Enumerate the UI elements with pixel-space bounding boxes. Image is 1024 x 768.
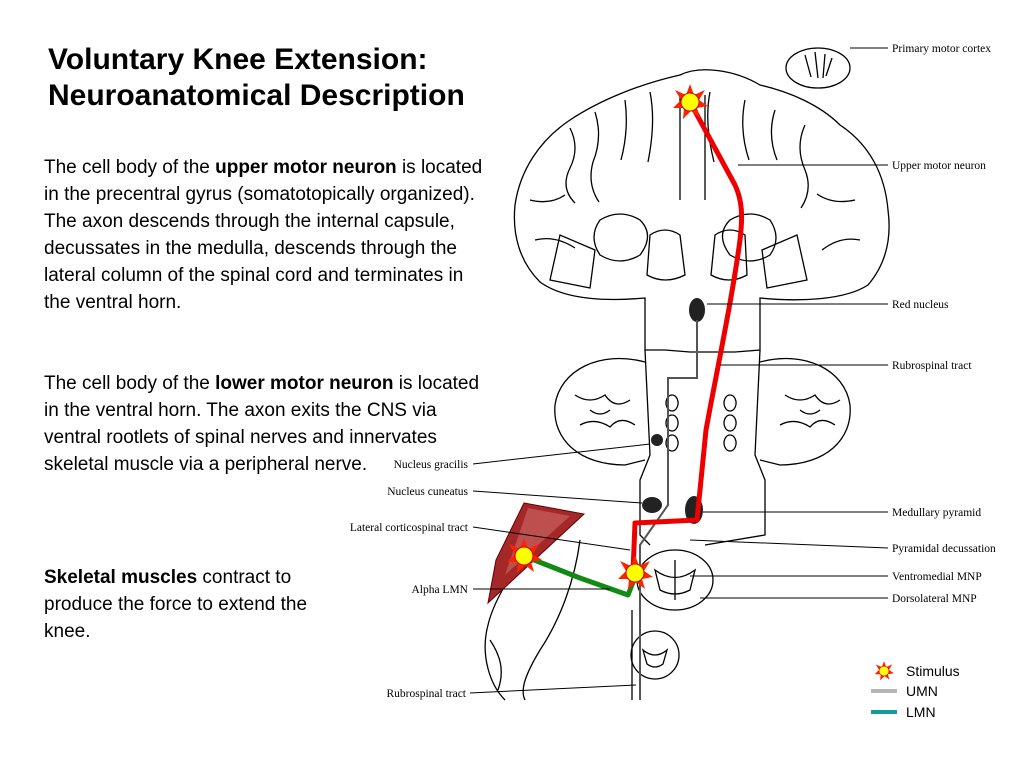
lateral-ventricles bbox=[593, 213, 777, 262]
nucleus-gracilis-mark bbox=[651, 434, 663, 446]
nucleus-cuneatus-mark bbox=[642, 497, 662, 513]
label-ventromedial-mnp: Ventromedial MNP bbox=[892, 571, 982, 583]
label-medullary-pyramid: Medullary pyramid bbox=[892, 507, 981, 519]
cortex-slice-outline bbox=[513, 69, 890, 353]
muscle-paragraph: Skeletal muscles contract to produce the… bbox=[44, 564, 334, 645]
title-line-2: Neuroanatomical Description bbox=[48, 79, 465, 112]
cerebellum-folia bbox=[574, 394, 841, 428]
umn-paragraph: The cell body of the upper motor neuron … bbox=[44, 154, 494, 316]
leader-lateral-corticospinal bbox=[472, 526, 631, 551]
spinal-gray-matter-lower bbox=[641, 648, 669, 668]
cerebellum-right bbox=[759, 357, 851, 466]
page-title: Voluntary Knee Extension: Neuroanatomica… bbox=[48, 42, 518, 114]
label-nucleus-gracilis: Nucleus gracilis bbox=[394, 459, 469, 471]
umn-text-pre: The cell body of the bbox=[44, 157, 216, 178]
lmn-term: lower motor neuron bbox=[215, 373, 394, 394]
stimulus-marker-cortex bbox=[673, 84, 708, 119]
muscle-text-post: contract to produce the force to extend … bbox=[44, 567, 308, 642]
label-pyramidal-decussation: Pyramidal decussation bbox=[892, 543, 996, 555]
title-line-1: Voluntary Knee Extension: bbox=[48, 43, 428, 76]
brainstem-nuclei bbox=[665, 394, 737, 452]
leader-pyramidal-decussation bbox=[689, 539, 889, 549]
label-dorsolateral-mnp: Dorsolateral MNP bbox=[892, 593, 977, 605]
umn-term: upper motor neuron bbox=[215, 157, 397, 178]
brainstem-outline bbox=[639, 349, 766, 546]
legend-stimulus-label: Stimulus bbox=[906, 663, 960, 679]
legend-lmn-label: LMN bbox=[906, 704, 936, 720]
label-upper-motor-neuron: Upper motor neuron bbox=[892, 160, 986, 172]
legend-stimulus-icon bbox=[874, 661, 894, 681]
motor-cortex-inset bbox=[785, 47, 851, 89]
spinal-cord-section-lower bbox=[630, 630, 680, 680]
basal-ganglia bbox=[549, 229, 808, 289]
umn-text-post: is located in the precentral gyrus (soma… bbox=[44, 157, 483, 313]
leader-rubrospinal-bottom bbox=[469, 684, 637, 694]
stimulus-marker-ventral-horn bbox=[618, 555, 653, 590]
lmn-text-post: is located in the ventral horn. The axon… bbox=[44, 373, 480, 475]
spinal-gray-matter-upper bbox=[653, 560, 697, 600]
leader-nucleus-gracilis bbox=[472, 443, 651, 465]
lmn-paragraph: The cell body of the lower motor neuron … bbox=[44, 370, 494, 478]
motor-cortex-inset-folds bbox=[804, 51, 833, 79]
cortex-gyri bbox=[529, 91, 861, 251]
label-rubrospinal-tract-bottom: Rubrospinal tract bbox=[386, 688, 466, 700]
lmn-text-pre: The cell body of the bbox=[44, 373, 216, 394]
label-lateral-corticospinal-tract: Lateral corticospinal tract bbox=[350, 522, 469, 534]
legend-umn-label: UMN bbox=[906, 683, 938, 699]
label-nucleus-cuneatus: Nucleus cuneatus bbox=[387, 486, 468, 498]
cerebellum-left bbox=[554, 357, 646, 466]
umn-pathway bbox=[630, 100, 745, 573]
muscle-term: Skeletal muscles bbox=[44, 567, 198, 588]
label-red-nucleus: Red nucleus bbox=[892, 299, 949, 311]
leader-nucleus-cuneatus bbox=[472, 490, 643, 504]
skeletal-muscle bbox=[487, 502, 586, 605]
stimulus-marker-muscle bbox=[507, 538, 542, 573]
red-nucleus-mark bbox=[689, 298, 705, 322]
label-primary-motor-cortex: Primary motor cortex bbox=[892, 43, 991, 55]
label-alpha-lmn: Alpha LMN bbox=[411, 584, 468, 596]
label-rubrospinal-tract-top: Rubrospinal tract bbox=[892, 360, 972, 372]
midline-fissure bbox=[679, 95, 706, 200]
spinal-cord-column bbox=[631, 610, 641, 700]
